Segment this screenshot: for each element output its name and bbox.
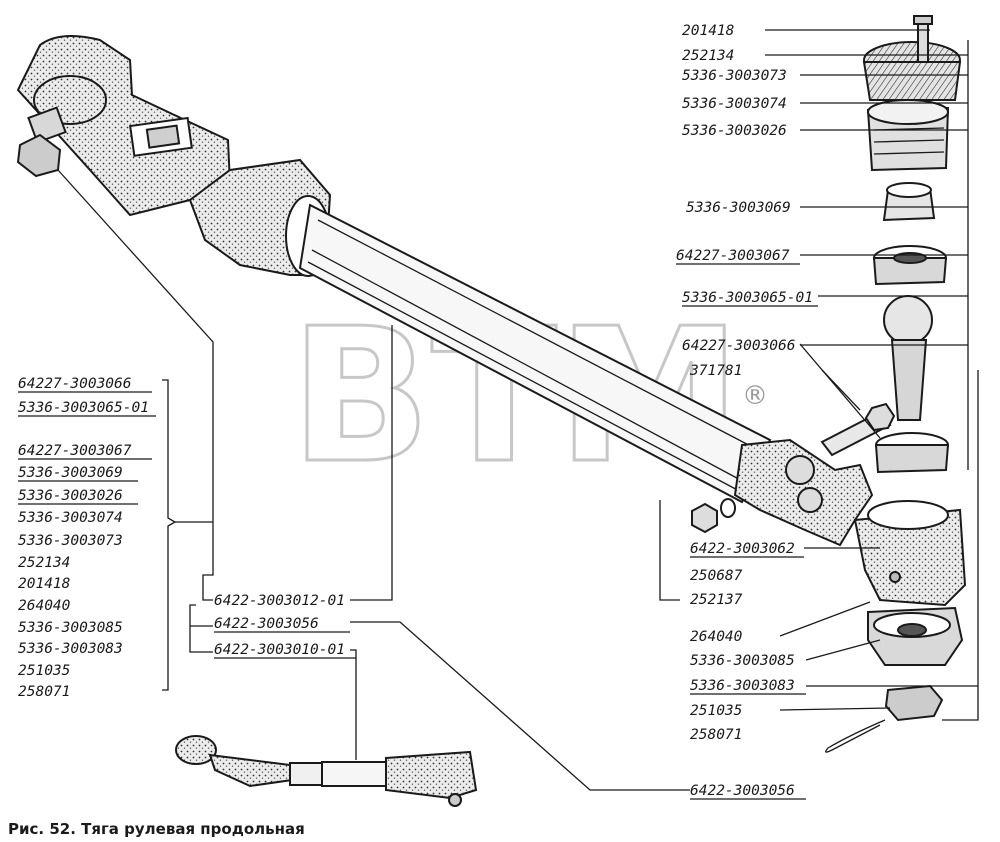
right-label: 5336-3003085: [690, 653, 795, 669]
right-label: 201418: [682, 23, 734, 39]
left-label: 5336-3003026: [18, 488, 123, 504]
left-label: 5336-3003073: [18, 533, 123, 549]
rear-stud: [27, 106, 67, 144]
right-label: 64227-3003066: [682, 338, 796, 354]
right-label: 5336-3003069: [686, 200, 791, 216]
left-label: 252134: [18, 555, 70, 571]
right-label: 5336-3003083: [690, 678, 795, 694]
left-label: 64227-3003066: [18, 376, 132, 392]
right-label: 6422-3003056: [690, 783, 795, 799]
washer-252137: [720, 498, 736, 518]
steering-rod-drawing: [16, 15, 967, 753]
left-label: 5336-3003069: [18, 465, 123, 481]
cotter-pin: [825, 719, 886, 753]
left-label: 5336-3003074: [18, 510, 123, 526]
bolt-head-371781: [864, 402, 896, 432]
left-label: 5336-3003083: [18, 641, 123, 657]
rear-castle-nut: [16, 133, 62, 178]
center-label: 6422-3003056: [214, 616, 319, 632]
figure-caption: Рис. 52. Тяга рулевая продольная: [8, 820, 305, 838]
right-label: 252137: [690, 592, 743, 608]
right-label: 5336-3003065-01: [682, 290, 813, 306]
right-label: 64227-3003067: [676, 248, 790, 264]
rod-tube: [298, 203, 772, 504]
clamp-nut: [797, 487, 823, 513]
center-label: 6422-3003010-01: [214, 642, 345, 658]
right-label: 5336-3003073: [682, 68, 787, 84]
center-label: 6422-3003012-01: [214, 593, 345, 609]
center-labels: 6422-3003012-01 6422-3003056 6422-300301…: [214, 593, 356, 659]
cover-3003073: [862, 61, 962, 101]
left-label: 201418: [18, 576, 70, 592]
right-label: 264040: [690, 629, 743, 645]
grease-fitting: [889, 571, 901, 583]
left-label: 258071: [18, 684, 70, 700]
left-label: 5336-3003085: [18, 620, 123, 636]
castle-nut-251035: [884, 684, 944, 722]
right-label: 251035: [690, 703, 742, 719]
right-label: 6422-3003062: [690, 541, 795, 557]
right-label: 252134: [682, 48, 734, 64]
front-tip-opening: [867, 500, 949, 530]
right-label: 258071: [690, 727, 742, 743]
nut-250687: [691, 502, 718, 534]
clamp-bolt-head: [785, 455, 815, 485]
leader-lines: [57, 29, 979, 791]
left-label-column: 64227-3003066 5336-3003065-01 64227-3003…: [18, 376, 156, 700]
right-label: 5336-3003026: [682, 123, 787, 139]
right-labels: 201418 252134 5336-3003073 5336-3003074 …: [676, 23, 818, 800]
right-label: 371781: [689, 363, 742, 379]
left-label: 5336-3003065-01: [18, 400, 149, 416]
front-tip-body: [853, 508, 967, 607]
rear-slot-inner: [145, 124, 181, 149]
overview-drawing: [175, 735, 478, 807]
left-label: 264040: [18, 598, 71, 614]
left-label: 64227-3003067: [18, 443, 132, 459]
left-label: 251035: [18, 663, 70, 679]
bolt-201418: [917, 19, 929, 63]
ball-pin-stem: [890, 339, 928, 421]
registered-mark: ®: [742, 381, 768, 411]
right-label: 250687: [690, 568, 743, 584]
right-label: 5336-3003074: [682, 96, 787, 112]
ball-3003065: [883, 295, 933, 345]
